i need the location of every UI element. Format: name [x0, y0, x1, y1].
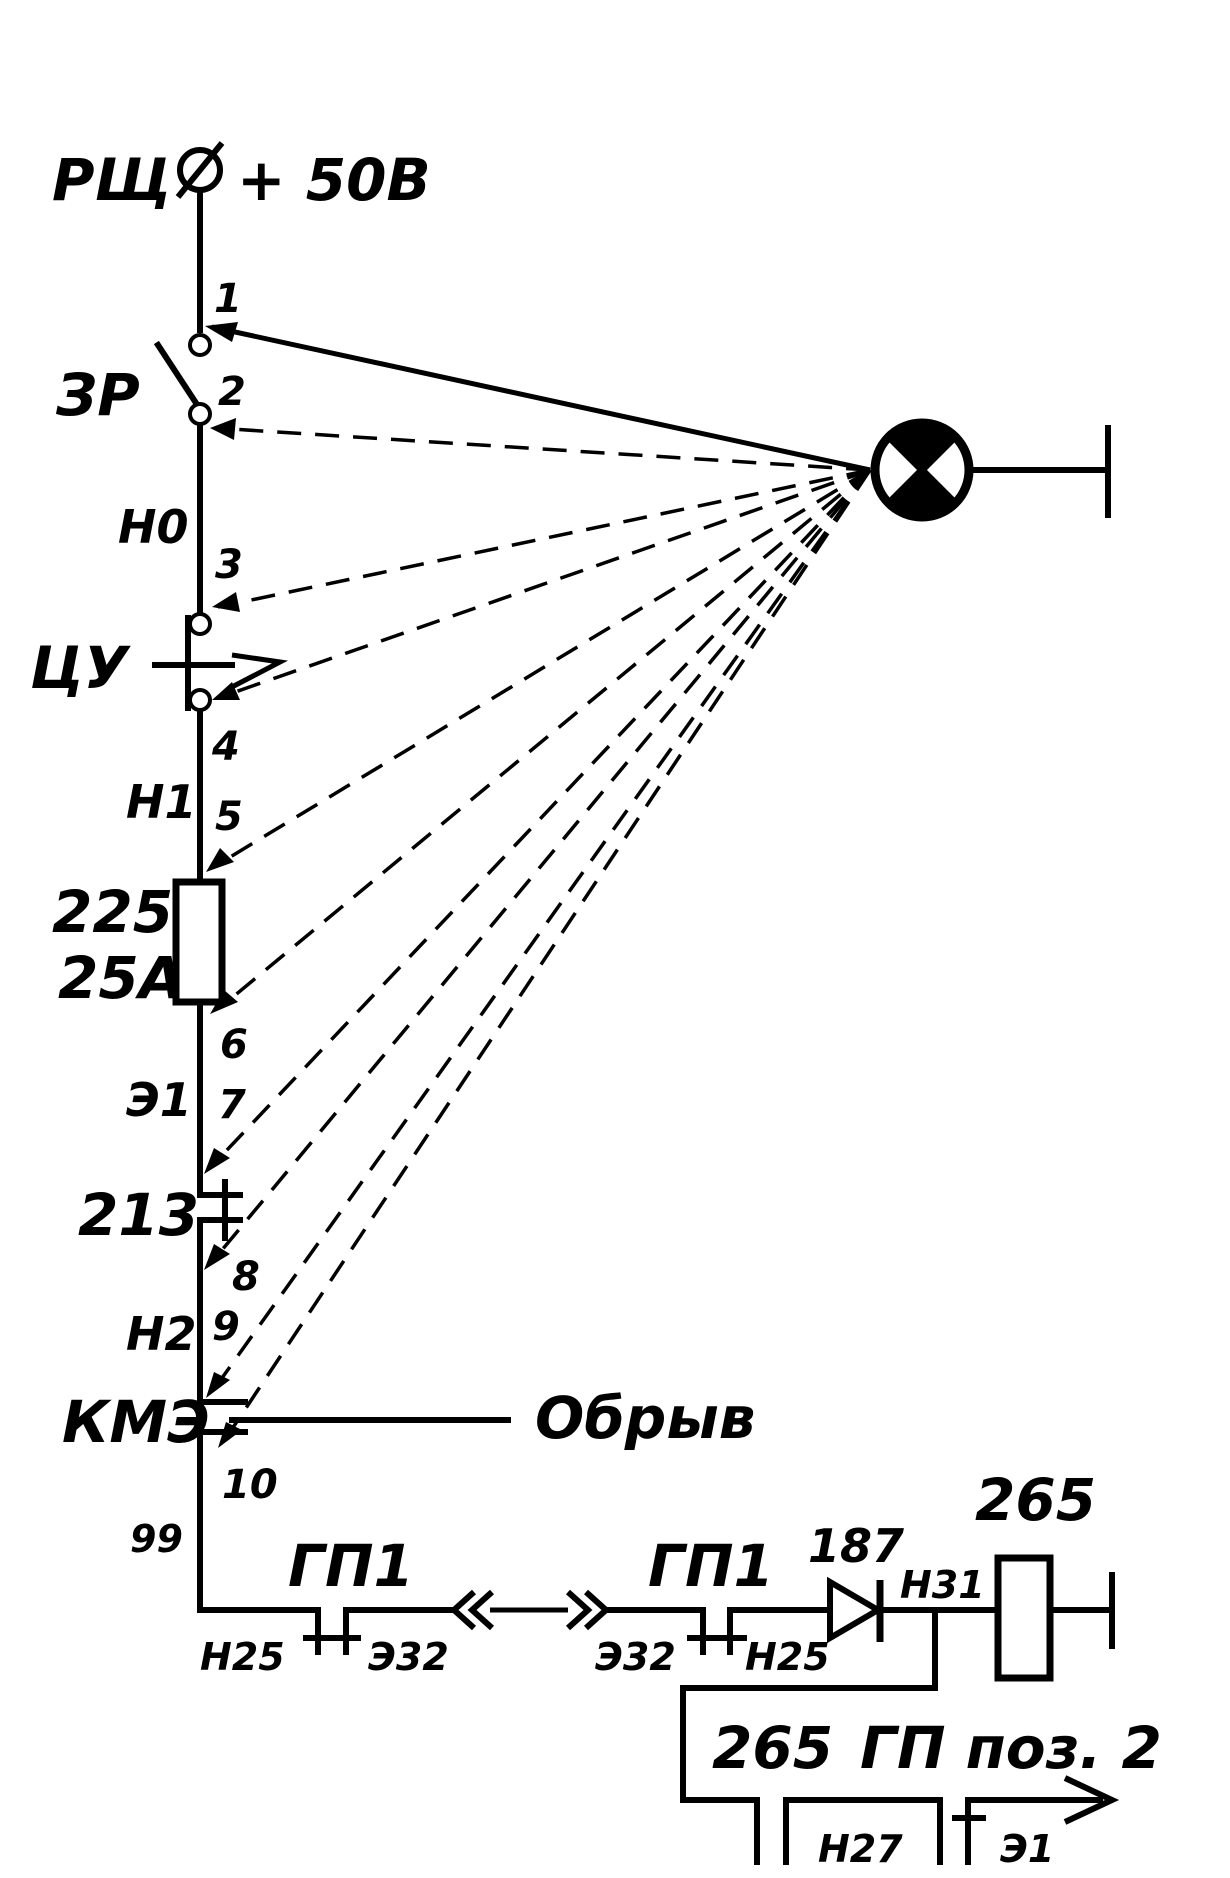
label-n0: Н0	[118, 500, 189, 554]
arrow-right-icon	[1063, 1775, 1120, 1825]
probe-line-5	[211, 468, 871, 870]
label-n2: Н2	[126, 1307, 197, 1361]
point-label-8: 8	[232, 1254, 260, 1300]
label-n1: Н1	[126, 775, 197, 829]
main-wiring	[153, 187, 321, 1613]
probe-line-8	[210, 468, 872, 1264]
label-break: Обрыв	[535, 1384, 755, 1452]
label-213: 213	[78, 1181, 199, 1249]
point-label-3: 3	[215, 542, 243, 588]
probe-line-3	[217, 468, 871, 609]
label-n25-right: Н25	[745, 1635, 830, 1679]
connector-icon	[449, 1589, 611, 1631]
probe-arrows	[204, 418, 242, 1448]
label-zr: ЗР	[55, 361, 140, 429]
label-gp1-right: ГП1	[648, 1532, 774, 1600]
test-lamp-icon	[870, 418, 974, 522]
probe-line-1	[211, 324, 871, 473]
probe-line-6	[220, 468, 872, 1008]
terminal-point-2	[188, 402, 212, 426]
point-label-6: 6	[220, 1022, 248, 1068]
probe-line-4	[217, 468, 871, 700]
label-kme: КМЭ	[62, 1388, 210, 1456]
label-tsu: ЦУ	[30, 634, 132, 702]
supply-terminal-icon	[175, 141, 225, 199]
label-gp-pos2: ГП поз. 2	[860, 1714, 1162, 1782]
point-label-4: 4	[211, 724, 240, 770]
point-label-2: 2	[218, 369, 246, 415]
label-265-top: 265	[975, 1466, 1096, 1534]
point-label-10: 10	[222, 1462, 278, 1508]
probe-line-2	[214, 426, 871, 472]
label-n25-left: Н25	[200, 1635, 285, 1679]
probe-arrow-1	[205, 322, 238, 342]
point-label-5: 5	[215, 794, 243, 840]
label-n27: Н27	[818, 1827, 903, 1871]
label-e32-left: Э32	[368, 1635, 449, 1679]
switch-zr-blade	[153, 340, 201, 408]
point-label-7: 7	[218, 1082, 246, 1128]
label-187: 187	[808, 1519, 904, 1573]
label-rsch: РЩ	[52, 146, 171, 214]
probe-line-7	[208, 468, 872, 1170]
label-gp1-left: ГП1	[288, 1532, 414, 1600]
test-probe-lines	[204, 322, 872, 1448]
terminal-point-1	[188, 333, 212, 357]
labels: РЩ + 50В ЗР Н0 ЦУ Н1 225 25А Э1 213 Н2 К…	[30, 146, 1162, 1871]
label-fuse-num: 225	[52, 878, 173, 946]
label-n31: Н31	[900, 1563, 985, 1607]
contact-213	[197, 1179, 243, 1241]
label-fuse-rating: 25А	[58, 944, 184, 1012]
diode-icon	[827, 1576, 1001, 1644]
branch-265-gp	[680, 1607, 1120, 1865]
probe-line-10	[224, 469, 872, 1439]
label-e1-bottom: Э1	[1000, 1827, 1054, 1871]
gp1-left-contact	[303, 1607, 453, 1655]
relay-265-coil	[994, 1554, 1054, 1682]
label-supply: + 50В	[237, 146, 431, 214]
label-99: 99	[130, 1517, 183, 1561]
fuse-225	[172, 878, 226, 1006]
point-label-1: 1	[214, 276, 242, 322]
label-265-bottom: 265	[712, 1714, 833, 1782]
label-e1: Э1	[126, 1073, 192, 1127]
label-e32-right: Э32	[595, 1635, 676, 1679]
contact-kme	[197, 1399, 511, 1435]
pushbutton-tsu	[152, 612, 289, 712]
gp1-right-contact	[603, 1607, 833, 1655]
point-label-9: 9	[212, 1304, 240, 1350]
